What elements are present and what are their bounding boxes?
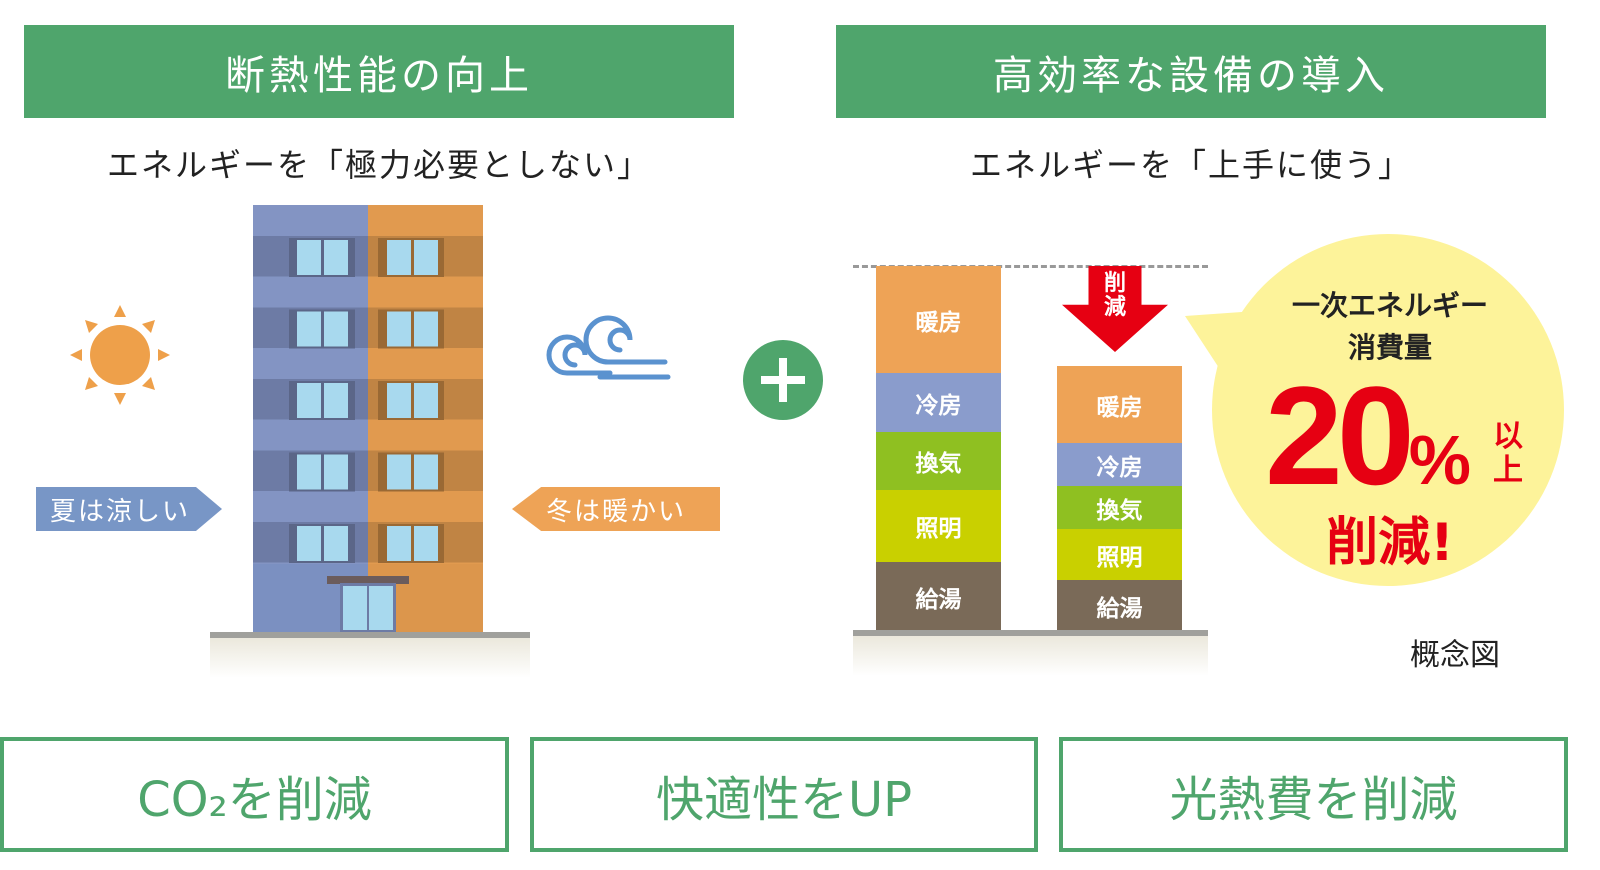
bar-segment: 冷房 bbox=[876, 373, 1001, 432]
window-icon bbox=[387, 240, 411, 275]
outcome-comfort: 快適性をUP bbox=[530, 737, 1038, 852]
bubble-suffix: 以上 bbox=[1493, 419, 1523, 488]
window-icon bbox=[414, 383, 438, 418]
window-icon bbox=[324, 311, 348, 347]
window-icon bbox=[387, 311, 411, 347]
window-icon bbox=[387, 454, 411, 490]
window-icon bbox=[297, 454, 321, 490]
header-efficient-equipment: 高効率な設備の導入 bbox=[836, 25, 1546, 118]
subtitle-equipment: エネルギーを「上手に使う」 bbox=[969, 146, 1412, 184]
building-icon bbox=[253, 205, 483, 632]
bar-after: 暖房冷房換気照明給湯 bbox=[1057, 366, 1182, 632]
bubble-value: 20 bbox=[1265, 357, 1415, 514]
bar-segment: 暖房 bbox=[1057, 366, 1182, 443]
window-icon bbox=[414, 311, 438, 347]
window-icon bbox=[297, 240, 321, 275]
window-icon bbox=[297, 526, 321, 561]
ground-shadow bbox=[853, 636, 1208, 676]
bar-segment: 照明 bbox=[1057, 529, 1182, 580]
winter-warm-label: 冬は暖かい bbox=[512, 487, 720, 531]
window-icon bbox=[324, 454, 348, 490]
ground-line bbox=[853, 630, 1208, 636]
bar-segment: 冷房 bbox=[1057, 443, 1182, 486]
bubble-line2: 消費量 bbox=[1347, 331, 1432, 364]
window-icon bbox=[414, 240, 438, 275]
window-icon bbox=[387, 526, 411, 561]
bubble-action: 削減! bbox=[1326, 513, 1454, 573]
bar-segment: 換気 bbox=[1057, 486, 1182, 529]
window-icon bbox=[324, 383, 348, 418]
header-insulation: 断熱性能の向上 bbox=[24, 25, 734, 118]
bar-segment: 給湯 bbox=[876, 562, 1001, 632]
bar-segment: 給湯 bbox=[1057, 580, 1182, 632]
window-icon bbox=[297, 311, 321, 347]
baseline-dashed bbox=[853, 265, 1208, 268]
window-icon bbox=[324, 240, 348, 275]
window-icon bbox=[324, 526, 348, 561]
concept-note: 概念図 bbox=[1410, 638, 1500, 673]
reduction-arrow: 削減 bbox=[1062, 266, 1168, 352]
summer-cool-label: 夏は涼しい bbox=[36, 487, 222, 531]
window-icon bbox=[414, 526, 438, 561]
window-icon bbox=[297, 383, 321, 418]
bar-segment: 照明 bbox=[876, 490, 1001, 562]
outcome-cost: 光熱費を削減 bbox=[1059, 737, 1568, 852]
bubble-line1: 一次エネルギー bbox=[1291, 289, 1488, 322]
bar-segment: 暖房 bbox=[876, 266, 1001, 373]
building-illustration bbox=[70, 205, 671, 678]
sun-icon bbox=[70, 305, 170, 405]
window-icon bbox=[387, 383, 411, 418]
bubble-figure: 20% bbox=[1265, 355, 1471, 517]
bar-before: 暖房冷房換気照明給湯 bbox=[876, 266, 1001, 632]
reduction-arrow-label: 削減 bbox=[1103, 271, 1126, 320]
subtitle-insulation: エネルギーを「極力必要としない」 bbox=[106, 146, 651, 184]
window-icon bbox=[414, 454, 438, 490]
wind-icon bbox=[546, 315, 671, 380]
bubble-caption: 一次エネルギー 消費量 bbox=[1240, 285, 1540, 369]
bubble-unit: % bbox=[1408, 421, 1471, 499]
plus-icon bbox=[743, 340, 823, 420]
outcome-co2: CO₂を削減 bbox=[0, 737, 509, 852]
bar-segment: 換気 bbox=[876, 432, 1001, 490]
speech-bubble bbox=[1185, 234, 1564, 586]
